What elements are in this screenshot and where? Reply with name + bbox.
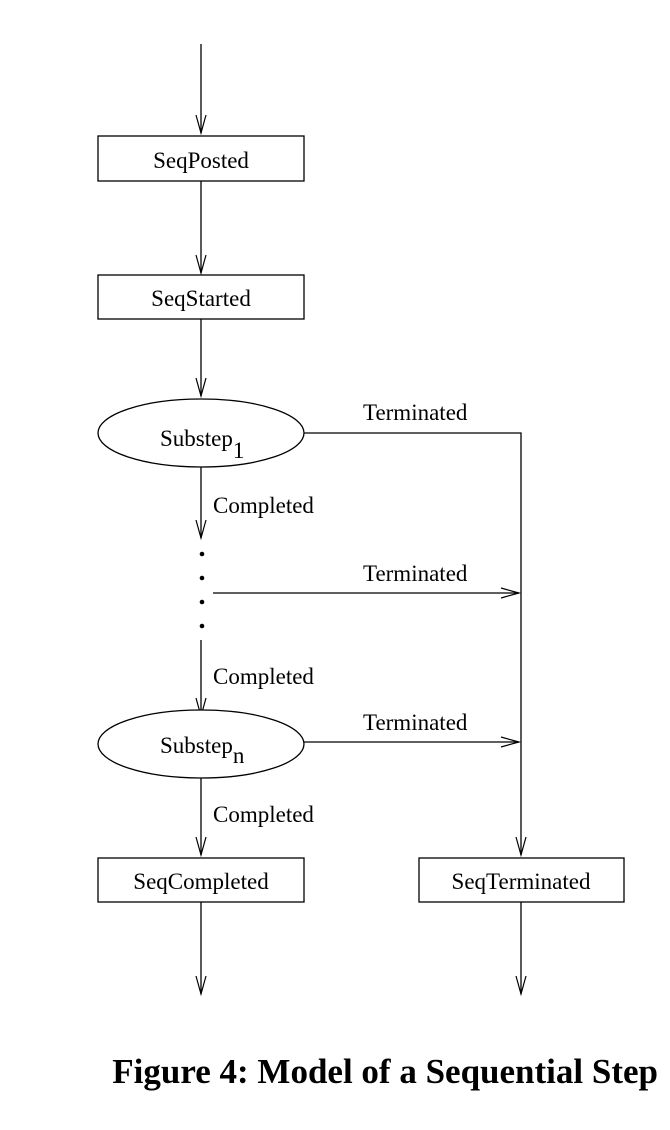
node-substep-n-subscript: n xyxy=(233,743,245,768)
node-seq-terminated xyxy=(418,857,625,903)
node-substep-n-label: Substepn xyxy=(160,733,245,768)
arrowhead-incoming xyxy=(195,114,207,136)
arrowhead-terminated-main xyxy=(515,836,527,858)
ellipsis-dot-1 xyxy=(199,551,205,557)
arrowhead-substep1-completed xyxy=(195,519,207,541)
edge-label-terminated-3: Terminated xyxy=(363,710,468,735)
edge-label-terminated-1: Terminated xyxy=(363,400,468,425)
ellipsis-dot-4 xyxy=(199,623,205,629)
node-substep-1-subscript: 1 xyxy=(233,438,245,463)
figure-caption: Figure 4: Model of a Sequential Step xyxy=(112,1052,658,1091)
arrowhead-ellipsis-terminated xyxy=(500,587,522,599)
node-substep-1-base: Substep xyxy=(160,426,233,451)
node-seq-started-label: SeqStarted xyxy=(151,286,251,311)
edge-label-completed-2: Completed xyxy=(213,664,314,689)
arrowhead-substepn-completed xyxy=(195,836,207,858)
arrowhead-posted-to-started xyxy=(195,254,207,276)
ellipsis-dot-3 xyxy=(199,599,205,605)
node-seq-posted-label: SeqPosted xyxy=(153,148,249,173)
arrowhead-completed-out xyxy=(195,975,207,997)
node-seq-terminated-label: SeqTerminated xyxy=(452,869,591,894)
node-seq-posted xyxy=(97,135,305,182)
edge-substep1-terminated xyxy=(304,432,522,855)
ellipsis-dot-2 xyxy=(199,575,205,581)
sequential-step-diagram: SeqPosted SeqStarted Substep1 Completed … xyxy=(97,44,625,997)
arrowhead-started-to-substep1 xyxy=(195,377,207,399)
node-seq-completed-label: SeqCompleted xyxy=(133,869,269,894)
node-substep-n-base: Substep xyxy=(160,733,233,758)
edge-label-completed-1: Completed xyxy=(213,493,314,518)
edge-label-terminated-2: Terminated xyxy=(363,561,468,586)
arrowhead-substepn-terminated xyxy=(500,736,522,748)
edge-label-completed-3: Completed xyxy=(213,802,314,827)
node-substep-1-label: Substep1 xyxy=(160,426,244,463)
arrowhead-terminated-out xyxy=(515,975,527,997)
